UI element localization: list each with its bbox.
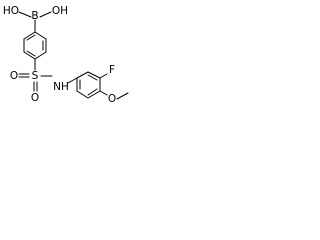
benzene-ring-top <box>23 31 47 60</box>
boronic-acid-group: HO B OH <box>3 5 68 33</box>
bond-ring-f <box>99 73 108 79</box>
atom-label-nh: NH <box>53 81 69 93</box>
ring-double-bond <box>26 34 36 41</box>
ring-bond <box>87 71 101 79</box>
bond-o-methyl <box>116 92 129 100</box>
atom-label-o-top: O <box>10 70 18 82</box>
atom-label-o-methoxy: O <box>108 93 116 105</box>
ring-bond <box>23 31 36 40</box>
benzene-ring-right <box>67 71 101 99</box>
ring-bond <box>76 90 89 99</box>
atom-label-s: S <box>32 70 39 82</box>
ring-double-bond <box>26 50 36 57</box>
atom-label-b: B <box>31 10 38 22</box>
bond-ho-b <box>18 11 32 18</box>
ring-double-bond <box>87 88 98 96</box>
ring-substituents: F O <box>99 64 129 105</box>
ring-bond <box>76 71 89 79</box>
bond-nh-ring <box>67 77 78 84</box>
atom-label-oh: OH <box>52 5 68 17</box>
ring-bond <box>87 90 101 99</box>
bond-b-oh <box>39 11 52 18</box>
ring-bond <box>34 51 47 60</box>
atom-label-ho: HO <box>3 5 19 17</box>
atom-label-f: F <box>109 64 115 76</box>
ring-bond <box>34 31 47 40</box>
sulfonamide-group: O S O NH <box>10 58 69 104</box>
ring-double-bond <box>87 74 98 81</box>
chemical-structure: HO B OH O S O NH <box>3 5 129 105</box>
ring-bond <box>23 51 36 60</box>
atom-label-o-bottom: O <box>31 92 39 104</box>
bond-ring-o <box>99 90 108 96</box>
